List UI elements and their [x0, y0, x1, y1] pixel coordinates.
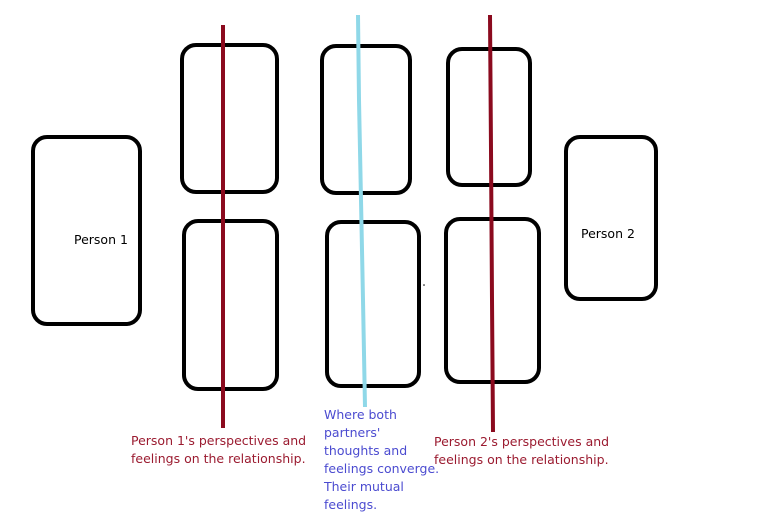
caption-line: partners'	[324, 425, 381, 440]
caption-line: feelings on the relationship.	[131, 451, 306, 466]
caption-line: feelings converge.	[324, 461, 440, 476]
person1-caption: Person 1's perspectives and feelings on …	[131, 432, 306, 468]
caption-line: feelings on the relationship.	[434, 452, 609, 467]
caption-line: thoughts and	[324, 443, 408, 458]
person2-caption: Person 2's perspectives and feelings on …	[434, 433, 609, 469]
box-col1-top	[180, 43, 279, 194]
caption-line: Their mutual	[324, 479, 404, 494]
box-col2-bottom	[325, 220, 421, 388]
mutual-feelings-line	[356, 14, 367, 408]
stray-dot	[423, 284, 425, 286]
person1-box	[31, 135, 142, 326]
caption-line: Person 1's perspectives and	[131, 433, 307, 448]
caption-line: Where both	[324, 407, 397, 422]
box-col2-top	[320, 44, 412, 195]
mutual-caption: Where both partners' thoughts and feelin…	[324, 406, 439, 514]
person2-label: Person 2	[581, 226, 635, 241]
caption-line: Person 2's perspectives and	[434, 434, 610, 449]
person2-box	[564, 135, 658, 301]
person2-perspective-line	[488, 14, 495, 433]
person1-label: Person 1	[74, 232, 128, 247]
caption-line: feelings.	[324, 497, 378, 512]
box-col1-bottom	[182, 219, 279, 391]
